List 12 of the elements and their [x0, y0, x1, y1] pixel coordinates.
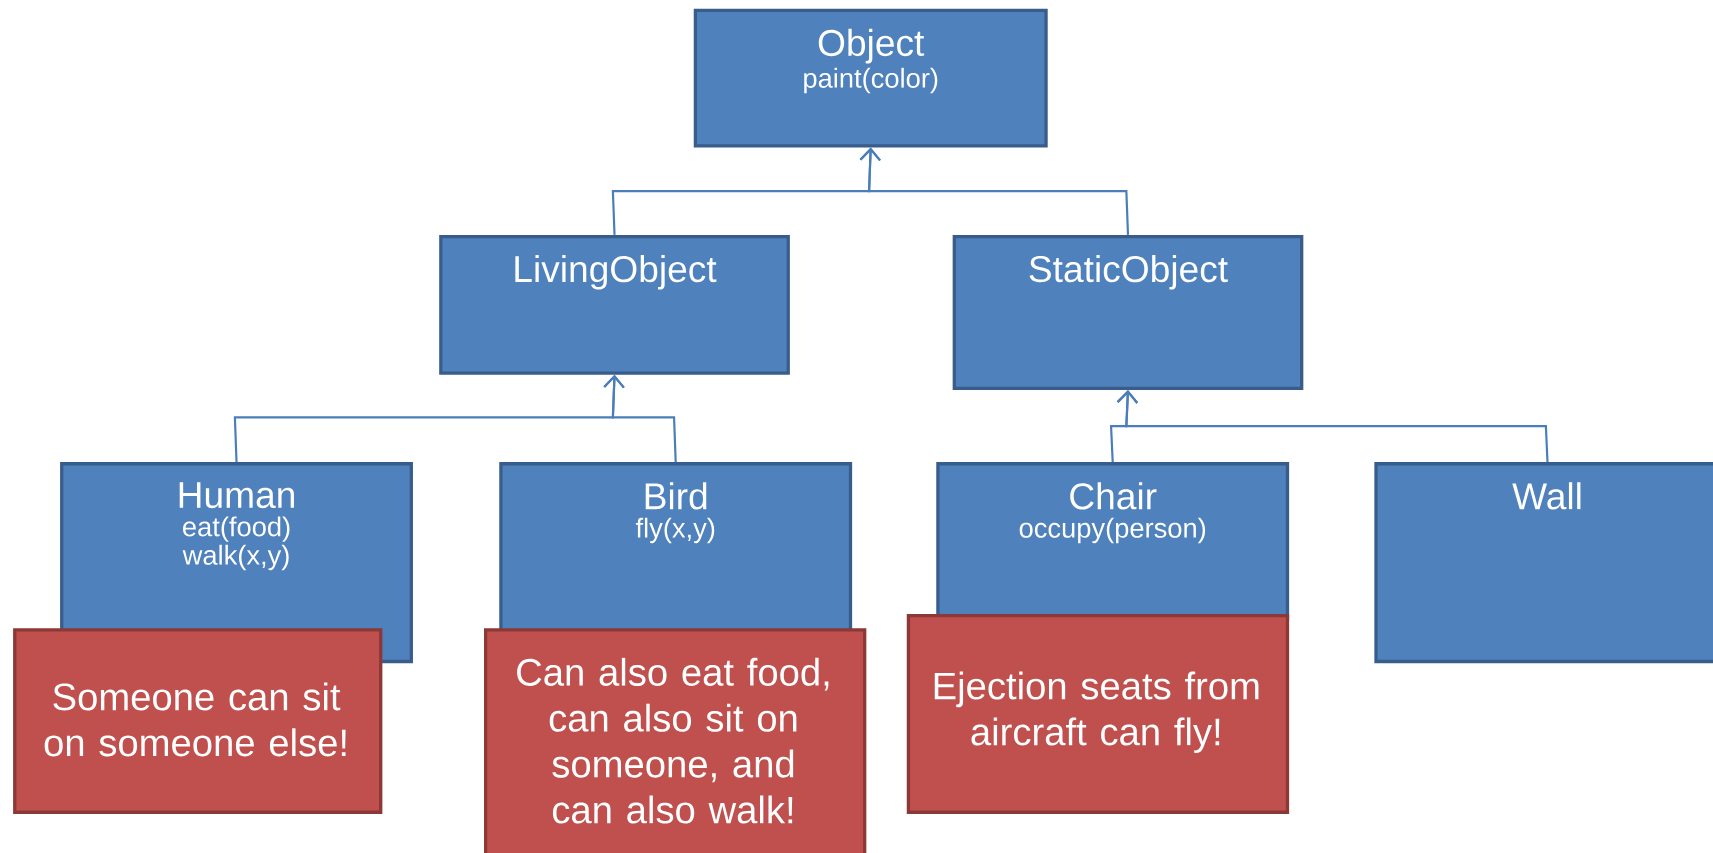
class-box: Object paint(color): [693, 8, 1048, 148]
note-box: Can also eat food, can also sit on someone, and can also walk!: [483, 628, 867, 853]
arrow: [1116, 389, 1549, 463]
arrow: [603, 374, 677, 463]
note-box: Ejection seats from aircraft can fly!: [906, 613, 1290, 814]
class-box: Bird fly(x,y): [499, 462, 853, 635]
class-box: StaticObject: [952, 234, 1304, 390]
class-box: Chair occupy(person): [936, 462, 1290, 621]
class-box: Wall: [1374, 462, 1713, 664]
class-box: LivingObject: [439, 234, 790, 375]
note-box: Someone can sit on someone else!: [13, 628, 383, 814]
arrow: [859, 147, 1130, 235]
